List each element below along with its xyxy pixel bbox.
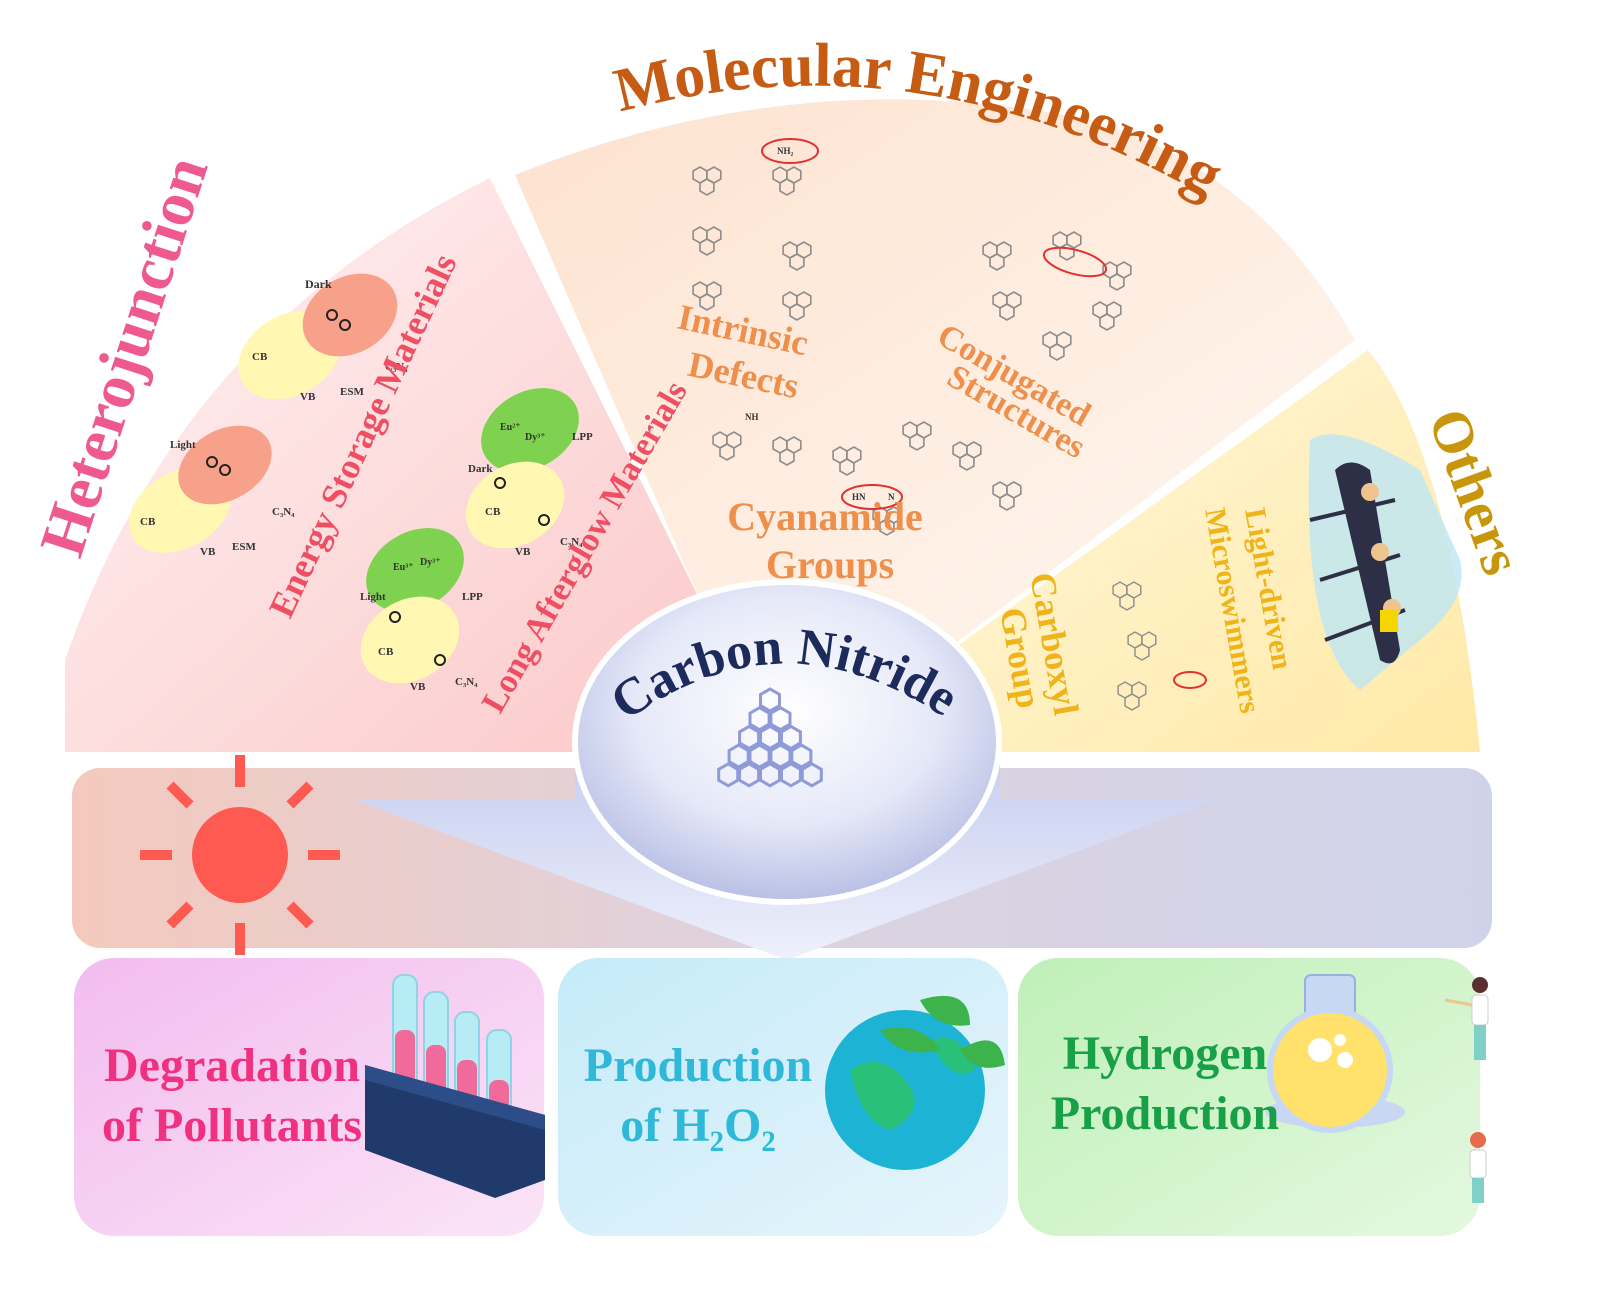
heptazine-ring — [999, 493, 1015, 511]
molecular-engineering-sector — [515, 99, 1355, 655]
lattice-ring — [748, 743, 771, 769]
heptazine-ring — [1099, 313, 1115, 331]
svg-text:Dark: Dark — [468, 463, 493, 475]
heptazine-ring — [779, 448, 795, 466]
heptazine-ring — [909, 433, 925, 451]
svg-text:ESM: ESM — [232, 541, 256, 553]
h2o2-line2: of H₂O₂ — [620, 1099, 776, 1152]
flask-icon — [1265, 974, 1405, 1133]
svg-text:VB: VB — [200, 546, 216, 558]
esm-light-diagram: Light CB VB ESM C₃N₄ — [128, 425, 295, 558]
lattice-ring — [779, 724, 802, 751]
svg-text:C₃N₄: C₃N₄ — [385, 361, 408, 373]
lpp-dark-diagram: Dark Eu²⁺ Dy³⁺ LPP CB VB C₃N₄ — [465, 388, 593, 558]
svg-text:CB: CB — [378, 646, 394, 658]
lattice-ring — [790, 743, 813, 769]
lattice-ring — [759, 762, 781, 788]
svg-text:C₃N₄: C₃N₄ — [560, 536, 583, 548]
svg-text:HN: HN — [852, 492, 866, 502]
svg-text:Eu²⁺: Eu²⁺ — [500, 422, 521, 433]
degradation-label: Degradation of Pollutants — [82, 1036, 382, 1156]
structure-highlights — [761, 138, 1108, 510]
rowing-boat-icon — [1308, 434, 1462, 690]
svg-text:C₃N₄: C₃N₄ — [455, 676, 478, 688]
h2o2-label: Production of H₂O₂ — [568, 1036, 828, 1156]
carboxyl-highlight — [1173, 671, 1207, 689]
svg-text:CB: CB — [485, 506, 501, 518]
heptazine-ring — [1119, 593, 1135, 611]
test-tube-rack-icon — [365, 974, 545, 1198]
svg-text:Light: Light — [170, 439, 196, 451]
svg-text:CB: CB — [140, 516, 156, 528]
heterojunction-sector — [65, 178, 700, 752]
svg-text:NH: NH — [745, 412, 759, 422]
svg-text:VB: VB — [410, 681, 426, 693]
heptazine-ring — [1109, 273, 1125, 291]
structure-labels: NH₂ HN N NH — [745, 146, 895, 502]
esm-dark-diagram: Dark CB VB ESM C₃N₄ — [238, 273, 408, 403]
heptazine-ring — [959, 453, 975, 471]
heptazine-ring — [779, 178, 795, 196]
heptazine-ring — [699, 293, 715, 311]
earth-leaf-icon — [825, 995, 1005, 1170]
cyanamide-groups-label: Cyanamide Groups — [727, 494, 933, 587]
svg-text:CB: CB — [252, 351, 268, 363]
lattice-ring — [738, 762, 761, 788]
svg-text:ESM: ESM — [340, 386, 364, 398]
lattice-ring — [800, 762, 823, 788]
carboxyl-structure — [1112, 581, 1157, 711]
lattice-ring — [769, 705, 792, 732]
svg-text:VB: VB — [300, 391, 316, 403]
lattice-ring — [759, 687, 781, 713]
hydrogen-line2: Production — [1050, 1087, 1280, 1140]
lattice-ring — [727, 743, 750, 769]
heptazine-ring — [699, 238, 715, 256]
hydrogen-label: Hydrogen Production — [1030, 1024, 1300, 1144]
lattice-ring — [759, 724, 781, 751]
heptazine-ring — [989, 253, 1005, 271]
svg-text:Dy³⁺: Dy³⁺ — [420, 557, 441, 568]
heptazine-ring — [699, 178, 715, 196]
svg-text:Dy³⁺: Dy³⁺ — [525, 432, 546, 443]
heptazine-ring — [789, 303, 805, 321]
hydrogen-line1: Hydrogen — [1062, 1027, 1268, 1080]
svg-text:Dark: Dark — [305, 277, 332, 291]
svg-text:NH₂: NH₂ — [777, 146, 794, 156]
lattice-ring — [738, 724, 761, 751]
lattice-ring — [769, 743, 792, 769]
scientist-figure-icon — [1444, 977, 1489, 1203]
lattice-ring — [748, 705, 771, 732]
heptazine-ring — [839, 458, 855, 476]
svg-text:Eu³⁺: Eu³⁺ — [393, 562, 414, 573]
svg-text:C₃N₄: C₃N₄ — [272, 506, 295, 518]
lattice-ring — [779, 762, 802, 788]
heptazine-ring — [1134, 643, 1150, 661]
center-dome — [572, 579, 1002, 905]
degradation-line1: Degradation — [104, 1039, 360, 1092]
lpp-light-diagram: Light Eu³⁺ Dy³⁺ LPP CB VB C₃N₄ — [360, 528, 483, 693]
lattice-ring — [717, 762, 740, 788]
heptazine-ring — [719, 443, 735, 461]
svg-text:LPP: LPP — [572, 431, 593, 443]
degradation-line2: of Pollutants — [101, 1099, 362, 1152]
heptazine-ring — [1124, 693, 1140, 711]
svg-text:N: N — [888, 492, 895, 502]
heptazine-ring — [789, 253, 805, 271]
heptazine-ring — [879, 518, 895, 536]
svg-text:Light: Light — [360, 591, 386, 603]
svg-text:LPP: LPP — [462, 591, 483, 603]
heptazine-ring — [999, 303, 1015, 321]
molecular-structures — [692, 166, 1132, 536]
heptazine-ring — [1049, 343, 1065, 361]
h2o2-line1: Production — [583, 1039, 813, 1092]
sun-icon — [140, 755, 340, 955]
carbon-nitride-molecule-icon — [717, 687, 823, 788]
svg-text:VB: VB — [515, 546, 531, 558]
